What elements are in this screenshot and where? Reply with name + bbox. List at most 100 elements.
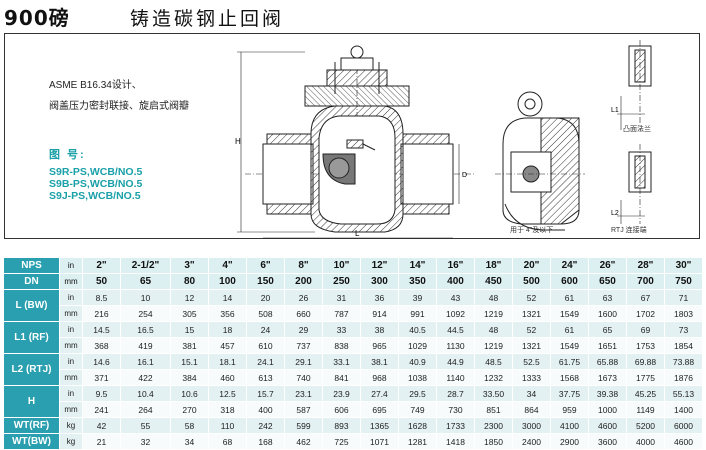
table-cell: 610 [246,337,285,354]
table-cell: 69.88 [626,353,665,370]
table-cell: 851 [474,401,513,418]
dim-h-label: H [235,137,241,146]
unit-cell: mm [59,401,83,418]
dim-d-label: D [462,172,467,179]
table-cell: 381 [170,337,209,354]
main-valve-section [237,45,475,239]
table-cell: 12.5 [208,385,247,402]
table-cell: 29.1 [284,353,323,370]
table-cell: 749 [398,401,437,418]
description-line-1: ASME B16.34设计、 [49,80,142,91]
table-cell: 27.4 [360,385,399,402]
table-cell: 6" [246,257,285,274]
table-cell: 68 [208,433,247,450]
technical-drawing-panel: H L D L1 L [4,33,700,239]
table-cell: 15.1 [170,353,209,370]
table-cell: 1071 [360,433,399,450]
table-cell: 1600 [588,305,627,322]
table-cell: 242 [246,417,285,434]
table-cell: 750 [664,273,703,290]
table-cell: 1232 [474,369,513,386]
table-cell: 1130 [436,337,475,354]
table-cell: 462 [284,433,323,450]
table-cell: 18.1 [208,353,247,370]
table-cell: 4600 [588,417,627,434]
table-cell: 200 [284,273,323,290]
table-cell: 613 [246,369,285,386]
table-cell: 52.5 [512,353,551,370]
table-cell: 1092 [436,305,475,322]
table-cell: 1775 [626,369,665,386]
table-cell: 254 [120,305,171,322]
model-number-3: S9J-PS,WCB/NO.5 [49,190,141,202]
unit-cell: in [59,353,83,370]
table-cell: 63 [588,289,627,306]
table-cell: 737 [284,337,323,354]
table-cell: 44.5 [436,321,475,338]
table-cell: 67 [626,289,665,306]
table-cell: 241 [82,401,121,418]
table-cell: 73.88 [664,353,703,370]
table-cell: 65.88 [588,353,627,370]
table-cell: 36 [360,289,399,306]
table-cell: 695 [360,401,399,418]
table-cell: 1418 [436,433,475,450]
table-cell: 18 [208,321,247,338]
table-cell: 42 [82,417,121,434]
table-cell: 1753 [626,337,665,354]
table-cell: 58 [170,417,209,434]
description-line-2: 阀盖压力密封联接、旋启式阀瓣 [49,101,189,112]
table-cell: 43 [436,289,475,306]
table-cell: 24" [550,257,589,274]
table-cell: 14" [398,257,437,274]
table-cell: 1149 [626,401,665,418]
table-cell: 3000 [512,417,551,434]
table-cell: 65 [120,273,171,290]
table-cell: 18" [474,257,513,274]
table-cell: 10 [120,289,171,306]
unit-cell: kg [59,417,83,434]
table-cell: 34 [170,433,209,450]
table-cell: 150 [246,273,285,290]
table-cell: 725 [322,433,361,450]
table-cell: 606 [322,401,361,418]
dim-l1-label: L1 [611,107,619,114]
table-cell: 31 [322,289,361,306]
page-title: 铸造碳钢止回阀 [130,8,285,30]
table-cell: 457 [208,337,247,354]
row-header: WT(RF) [3,417,60,434]
model-number-2: S9B-PS,WCB/NO.5 [49,178,143,190]
table-cell: 968 [360,369,399,386]
table-cell: 24 [246,321,285,338]
table-cell: 50 [82,273,121,290]
table-cell: 48.5 [474,353,513,370]
table-cell: 20" [512,257,551,274]
unit-cell: in [59,385,83,402]
table-cell: 1281 [398,433,437,450]
table-cell: 61 [550,321,589,338]
valve-drawing: H L D L1 L [235,40,652,239]
small-size-caption: 用于 4"及以下 [510,227,554,234]
table-cell: 14.6 [82,353,121,370]
table-cell: 55 [120,417,171,434]
table-cell: 400 [246,401,285,418]
table-cell: 5200 [626,417,665,434]
table-cell: 730 [436,401,475,418]
unit-cell: in [59,321,83,338]
table-cell: 40.5 [398,321,437,338]
row-header: L1 (RF) [3,321,60,354]
table-cell: 450 [474,273,513,290]
table-cell: 1400 [664,401,703,418]
rtj-flange-detail [617,144,652,224]
table-cell: 2-1/2" [120,257,171,274]
table-cell: 4" [208,257,247,274]
table-cell: 1549 [550,305,589,322]
table-cell: 1651 [588,337,627,354]
